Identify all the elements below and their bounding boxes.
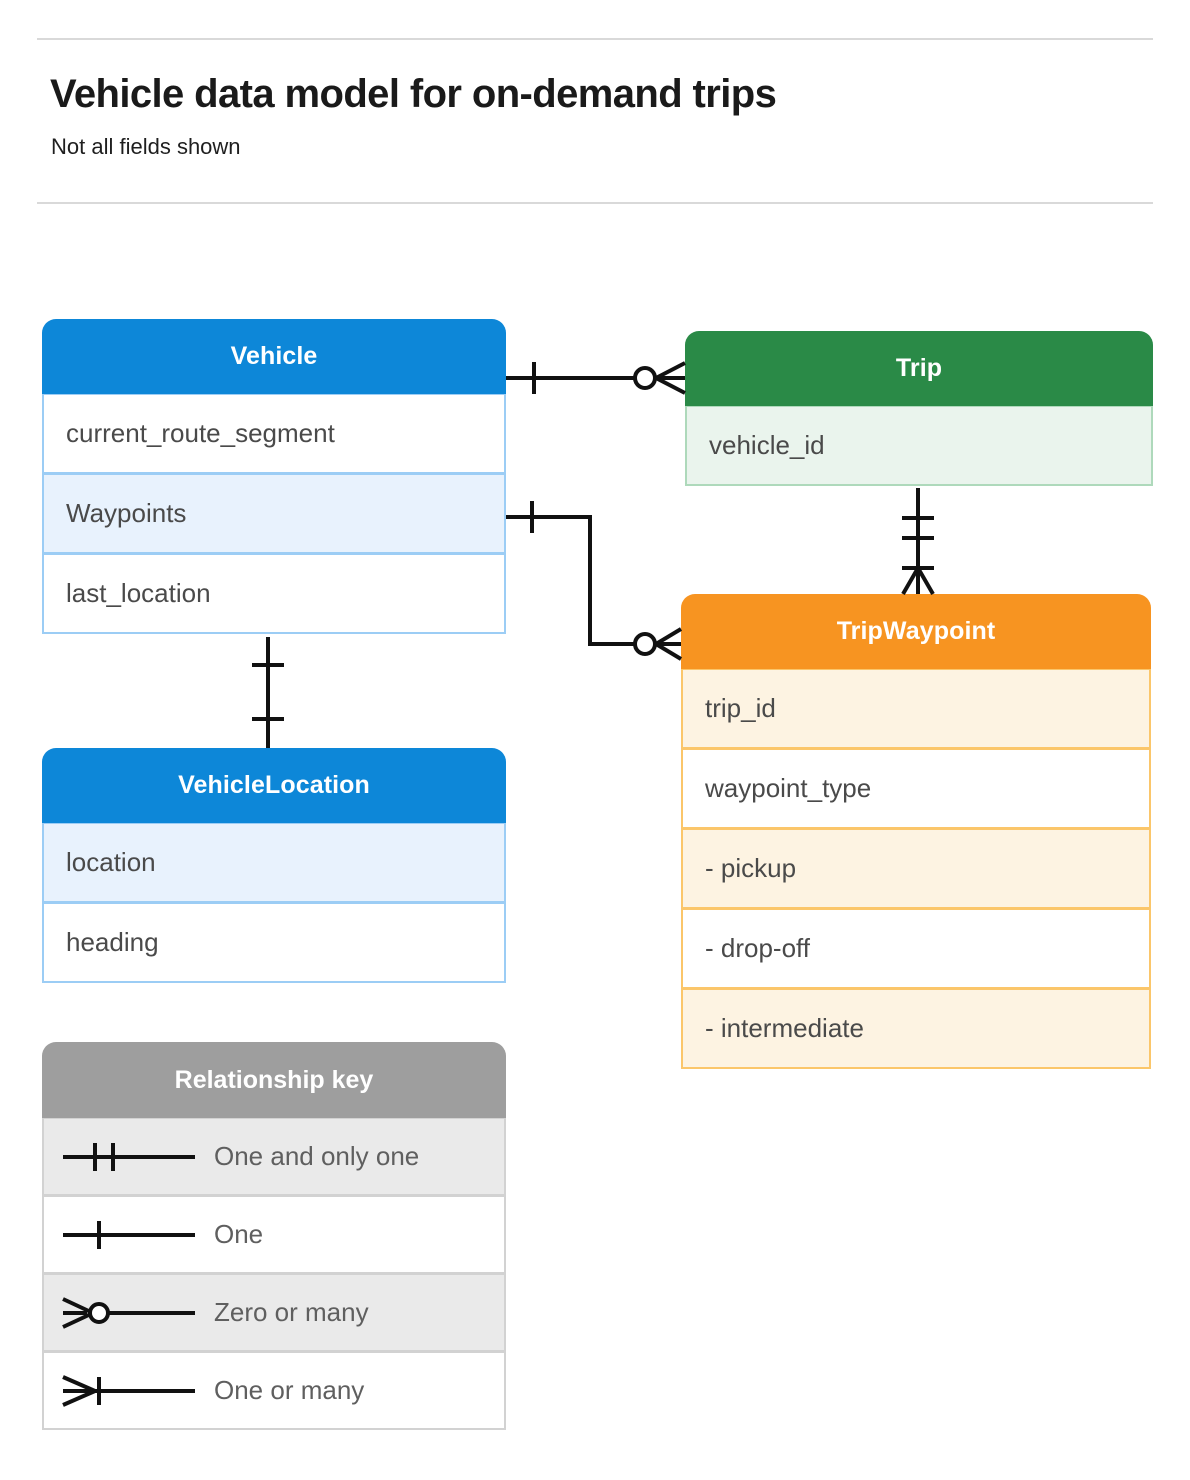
field-vehicle-id[interactable]: vehicle_id [685, 406, 1153, 486]
legend-item-one-or-many: One or many [42, 1352, 506, 1430]
connector-trip-tripwaypoint [901, 488, 935, 595]
entity-tripwaypoint[interactable]: TripWaypoint trip_id waypoint_type - pic… [681, 594, 1151, 1069]
page-subtitle: Not all fields shown [51, 134, 241, 159]
entity-vehicle-title: Vehicle [42, 319, 506, 394]
connector-vehicle-vehiclelocation [252, 637, 284, 748]
field-trip-id[interactable]: trip_id [681, 669, 1151, 749]
connector-vehicle-trip [506, 361, 686, 395]
connector-waypoints-tripwaypoint [506, 501, 683, 661]
one-and-only-one-icon [44, 1137, 214, 1177]
entity-vehiclelocation-title: VehicleLocation [42, 748, 506, 823]
field-location[interactable]: location [42, 823, 506, 903]
legend-item-label: Zero or many [214, 1297, 369, 1327]
legend-title: Relationship key [42, 1042, 506, 1118]
legend-item-label: One or many [214, 1375, 365, 1405]
field-waypoint-type[interactable]: waypoint_type [681, 749, 1151, 829]
zero-or-many-icon [44, 1293, 214, 1333]
field-waypoint-type-pickup[interactable]: - pickup [681, 829, 1151, 909]
field-current-route-segment[interactable]: current_route_segment [42, 394, 506, 474]
legend-item-one: One [42, 1196, 506, 1274]
legend-item-one-and-only-one: One and only one [42, 1118, 506, 1196]
relationship-key-legend: Relationship key One and only one One [42, 1042, 506, 1430]
field-waypoint-type-dropoff[interactable]: - drop-off [681, 909, 1151, 989]
field-waypoints[interactable]: Waypoints [42, 474, 506, 554]
legend-item-zero-or-many: Zero or many [42, 1274, 506, 1352]
entity-tripwaypoint-title: TripWaypoint [681, 594, 1151, 669]
one-or-many-icon [44, 1371, 214, 1411]
field-waypoint-type-intermediate[interactable]: - intermediate [681, 989, 1151, 1069]
field-last-location[interactable]: last_location [42, 554, 506, 634]
legend-item-label: One and only one [214, 1141, 420, 1171]
field-heading[interactable]: heading [42, 903, 506, 983]
entity-trip[interactable]: Trip vehicle_id [685, 331, 1153, 486]
top-divider [37, 38, 1153, 40]
one-icon [44, 1215, 214, 1255]
legend-item-label: One [214, 1219, 264, 1249]
entity-vehiclelocation[interactable]: VehicleLocation location heading [42, 748, 506, 983]
entity-vehicle[interactable]: Vehicle current_route_segment Waypoints … [42, 319, 506, 634]
bottom-divider [37, 202, 1153, 204]
page-title: Vehicle data model for on-demand trips [50, 72, 777, 116]
entity-trip-title: Trip [685, 331, 1153, 406]
